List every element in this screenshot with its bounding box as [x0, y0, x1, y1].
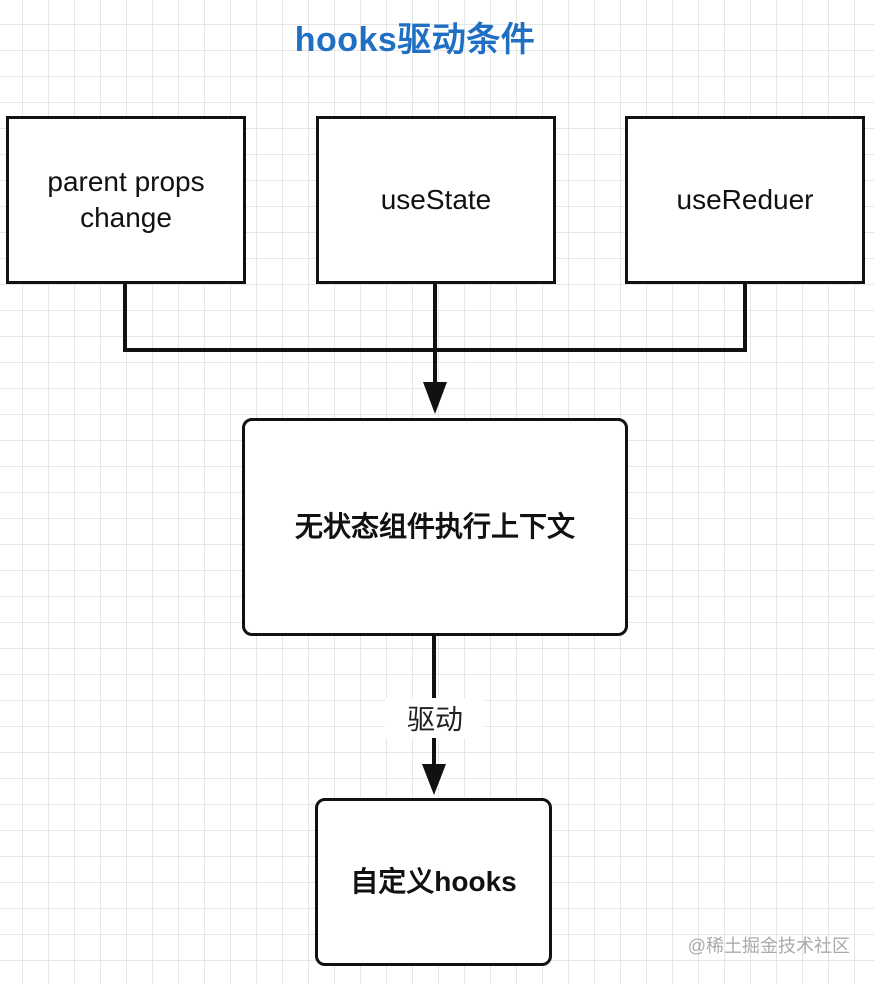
arrowhead-to-context: [423, 382, 447, 414]
diagram-title: hooks驱动条件: [294, 21, 536, 59]
node-parent-props-line2: change: [80, 202, 172, 233]
node-parent-props-line1: parent props: [47, 166, 205, 197]
node-stateless-context: 无状态组件执行上下文: [242, 418, 628, 636]
node-parent-props-change: parent props change: [6, 116, 246, 284]
node-stateless-context-label: 无状态组件执行上下文: [294, 511, 575, 542]
node-custom-hooks-label: 自定义hooks: [350, 866, 517, 897]
edge-label-drive: 驱动: [385, 698, 485, 738]
node-custom-hooks: 自定义hooks: [315, 798, 552, 966]
node-use-reducer-label: useReduer: [676, 184, 814, 215]
node-use-state-label: useState: [380, 184, 492, 215]
node-use-reducer: useReduer: [625, 116, 865, 284]
arrowhead-to-custom-hooks: [422, 764, 446, 795]
node-use-state: useState: [316, 116, 556, 284]
watermark: @稀土掘金技术社区: [687, 936, 850, 956]
